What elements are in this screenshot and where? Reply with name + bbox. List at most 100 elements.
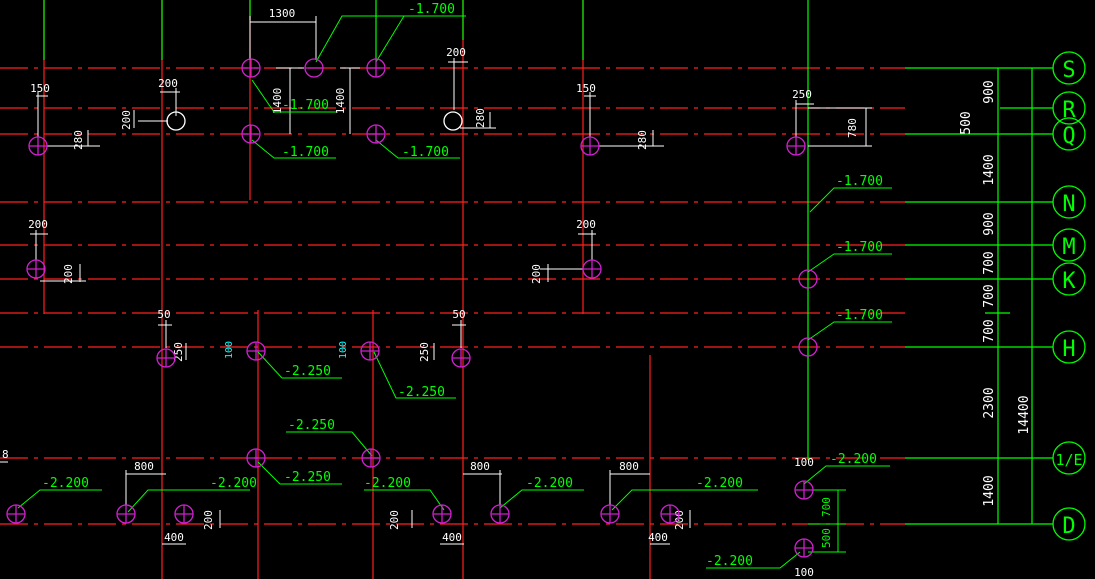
dim-1400-b-label: 1400 bbox=[334, 88, 347, 115]
leader-9 bbox=[257, 351, 342, 379]
dim-200-d2-label: 200 bbox=[388, 510, 401, 530]
axis-bubble-q-circle bbox=[1052, 117, 1086, 151]
dim-200-r-label: 200 bbox=[446, 46, 466, 59]
axis-bubble-d[interactable]: D bbox=[1052, 507, 1086, 541]
spacing-s-r: 900 bbox=[982, 80, 997, 103]
leader-3 bbox=[251, 79, 336, 113]
dim-250-a-label: 250 bbox=[172, 342, 185, 362]
elev-label-2: -1.700 bbox=[282, 98, 329, 113]
pile-22[interactable] bbox=[432, 504, 452, 524]
pile-18[interactable] bbox=[361, 448, 381, 468]
axis-bubble-k[interactable]: K bbox=[1052, 262, 1086, 296]
pile-26[interactable] bbox=[794, 480, 814, 500]
pile-2[interactable] bbox=[304, 58, 324, 78]
leader-lines bbox=[17, 15, 892, 569]
dim-400-c-label: 400 bbox=[648, 531, 668, 544]
pile-9[interactable] bbox=[26, 259, 46, 279]
pile-3[interactable] bbox=[366, 58, 386, 78]
axis-bubble-m[interactable]: M bbox=[1052, 228, 1086, 262]
pile-4[interactable] bbox=[28, 136, 48, 156]
piles bbox=[6, 58, 818, 558]
axis-bubble-h[interactable]: H bbox=[1052, 330, 1086, 364]
dim-200-m2-label: 200 bbox=[576, 218, 596, 231]
dim-50-b-label: 50 bbox=[452, 308, 465, 321]
dim-780-label: 780 bbox=[846, 118, 859, 138]
small-tags: 100 100 bbox=[224, 341, 349, 359]
pile-27[interactable] bbox=[794, 538, 814, 558]
pile-8[interactable] bbox=[786, 136, 806, 156]
dim-200-m1v-label: 200 bbox=[62, 264, 75, 284]
axis-bubble-r[interactable]: R bbox=[1052, 91, 1086, 125]
grid-columns bbox=[43, 0, 651, 579]
pile-16[interactable] bbox=[451, 348, 471, 368]
dim-1300-label: 1300 bbox=[269, 7, 296, 20]
axis-bubble-d-circle bbox=[1052, 507, 1086, 541]
leader-11 bbox=[286, 431, 373, 457]
axis-bubble-1e[interactable]: 1/E bbox=[1052, 441, 1086, 475]
dim-250-b-label: 250 bbox=[418, 342, 431, 362]
spacing-k-j: 700 bbox=[982, 284, 997, 307]
pile-25[interactable] bbox=[660, 504, 680, 524]
pile-7[interactable] bbox=[580, 136, 600, 156]
dim-200-top-label: 200 bbox=[158, 77, 178, 90]
leader-13 bbox=[17, 489, 102, 509]
spacing-q-n: 1400 bbox=[982, 154, 997, 185]
pile-10[interactable] bbox=[582, 259, 602, 279]
dim-400-b-label: 400 bbox=[442, 531, 462, 544]
pile-21[interactable] bbox=[174, 504, 194, 524]
dimension-lines bbox=[0, 16, 872, 545]
elev-label-11: -2.250 bbox=[284, 470, 331, 485]
ref-pile-1[interactable] bbox=[166, 111, 186, 131]
leader-19 bbox=[706, 551, 801, 569]
dim-800-b-label: 800 bbox=[470, 460, 490, 473]
pile-24[interactable] bbox=[600, 504, 620, 524]
pile-15[interactable] bbox=[360, 341, 380, 361]
axis-bubble-d-label: D bbox=[1062, 514, 1075, 539]
ref-pile-2[interactable] bbox=[443, 111, 463, 131]
pile-17[interactable] bbox=[246, 448, 266, 468]
spacing-e-d: 1400 bbox=[982, 475, 997, 506]
elev-label-15: -2.200 bbox=[526, 476, 573, 491]
leader-10 bbox=[373, 351, 456, 399]
dim-700-label: 700 bbox=[820, 497, 833, 517]
dim-200-side-label: 200 bbox=[120, 110, 133, 130]
elev-label-5: -1.700 bbox=[836, 174, 883, 189]
elev-label-7: -1.700 bbox=[836, 308, 883, 323]
leader-18 bbox=[803, 465, 890, 485]
leader-2 bbox=[375, 15, 405, 63]
elev-label-4: -1.700 bbox=[402, 145, 449, 160]
pile-19[interactable] bbox=[6, 504, 26, 524]
axis-bubble-s[interactable]: S bbox=[1052, 51, 1086, 85]
leader-4 bbox=[251, 139, 336, 159]
dimension-labels: 1300 200 150 200 150 250 200 1400 1400 2… bbox=[2, 7, 859, 579]
pile-1[interactable] bbox=[241, 58, 261, 78]
axis-bubble-1e-label: 1/E bbox=[1055, 451, 1082, 469]
elev-label-1: -1.700 bbox=[408, 2, 455, 17]
leader-15 bbox=[364, 489, 445, 511]
pile-11[interactable] bbox=[798, 269, 818, 289]
axis-bubble-q[interactable]: Q bbox=[1052, 117, 1086, 151]
pile-14[interactable] bbox=[246, 341, 266, 361]
spacing-h-e: 2300 bbox=[982, 387, 997, 418]
spacing-j-h: 700 bbox=[982, 319, 997, 342]
axis-bubble-1e-circle bbox=[1052, 441, 1086, 475]
leader-14 bbox=[127, 489, 250, 513]
axis-bubble-h-circle bbox=[1052, 330, 1086, 364]
axis-bubble-r-label: R bbox=[1062, 98, 1076, 123]
pile-6[interactable] bbox=[366, 124, 386, 144]
axis-bubble-s-circle bbox=[1052, 51, 1086, 85]
pile-5[interactable] bbox=[241, 124, 261, 144]
axis-bubble-k-label: K bbox=[1062, 269, 1076, 294]
dim-280-b-label: 280 bbox=[636, 130, 649, 150]
dim-500-label: 500 bbox=[820, 528, 833, 548]
dim-150-b-label: 150 bbox=[576, 82, 596, 95]
pile-20[interactable] bbox=[116, 504, 136, 524]
elev-label-16: -2.200 bbox=[696, 476, 743, 491]
pile-13[interactable] bbox=[156, 348, 176, 368]
leader-17 bbox=[611, 489, 758, 511]
pile-12[interactable] bbox=[798, 337, 818, 357]
pile-23[interactable] bbox=[490, 504, 510, 524]
elev-label-10: -2.250 bbox=[288, 418, 335, 433]
axis-bubble-n[interactable]: N bbox=[1052, 185, 1086, 219]
